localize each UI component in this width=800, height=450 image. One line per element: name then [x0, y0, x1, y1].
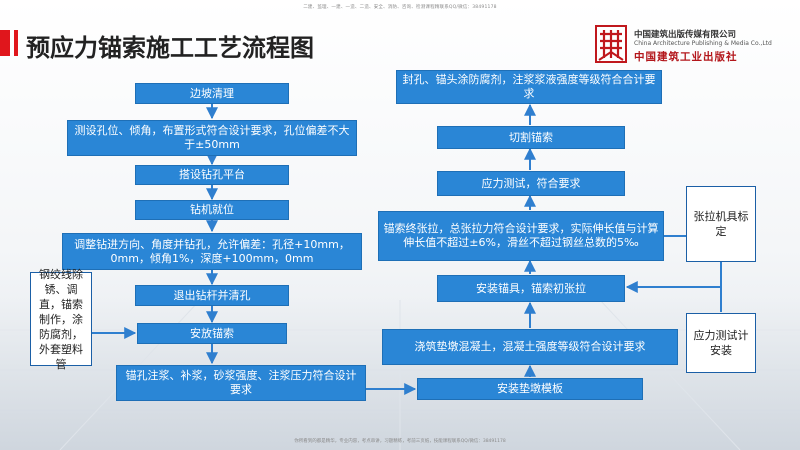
flow-step-withdraw: 退出钻杆并清孔	[135, 285, 289, 306]
publisher-name-cn: 中国建筑出版传媒有限公司	[634, 30, 737, 40]
flow-step-rig: 钻机就位	[135, 200, 289, 220]
title-accent-bar-thin	[14, 30, 18, 56]
flow-step-platform: 搭设钻孔平台	[135, 165, 289, 185]
flow-step-place-anchor: 安放锚索	[137, 323, 287, 344]
arrow-calib-to-install	[625, 262, 722, 293]
side-note-gauge-install: 应力测试计安装	[686, 313, 756, 373]
title-accent-bar	[0, 30, 10, 56]
footer-text: 你所看到的都是精华，专业内容，考点串讲，习题精练，考前三页纸，技能课程联系QQ/…	[294, 439, 506, 444]
flow-step-grout: 锚孔注浆、补浆，砂浆强度、注浆压力符合设计要求	[116, 365, 366, 401]
flow-step-cut: 切割锚索	[437, 126, 625, 149]
side-note-jack-calib: 张拉机具标定	[686, 186, 756, 262]
flow-step-install-tool: 安装锚具，锚索初张拉	[437, 275, 625, 302]
flow-step-seal: 封孔、锚头涂防腐剂，注浆浆液强度等级符合合计要求	[396, 70, 662, 104]
publisher-name-en: China Architecture Publishing & Media Co…	[634, 40, 772, 47]
top-banner-text: 二建、监理、一建、一造、二造、安全、消防、咨询、检测课程精联系QQ/微信：384…	[303, 5, 497, 10]
publisher-name-calligraphy: 中国建筑工业出版社	[634, 51, 738, 63]
flow-step-stress-test: 应力测试，符合要求	[437, 171, 625, 196]
flow-step-adjust: 调整钻进方向、角度并钻孔，允许偏差：孔径+10mm，0mm，倾角1%，深度+10…	[62, 233, 362, 270]
side-note-strand-prep: 钢绞线除锈、调直，锚索制作，涂防腐剂，外套塑料管	[30, 268, 92, 371]
flow-step-formwork: 安装垫墩模板	[417, 378, 643, 400]
flow-step-pour: 浇筑垫墩混凝土，混凝土强度等级符合设计要求	[382, 329, 678, 365]
publisher-emblem-icon	[595, 25, 627, 63]
flow-step-slope-clean: 边坡清理	[135, 83, 289, 104]
page-title: 预应力锚索施工工艺流程图	[26, 34, 314, 62]
flow-step-final-tension: 锚索终张拉，总张拉力符合设计要求，实际伸长值与计算伸长值不超过±6%，滑丝不超过…	[378, 211, 664, 261]
flow-step-survey: 测设孔位、倾角，布置形式符合设计要求，孔位偏差不大于±50mm	[67, 120, 357, 156]
